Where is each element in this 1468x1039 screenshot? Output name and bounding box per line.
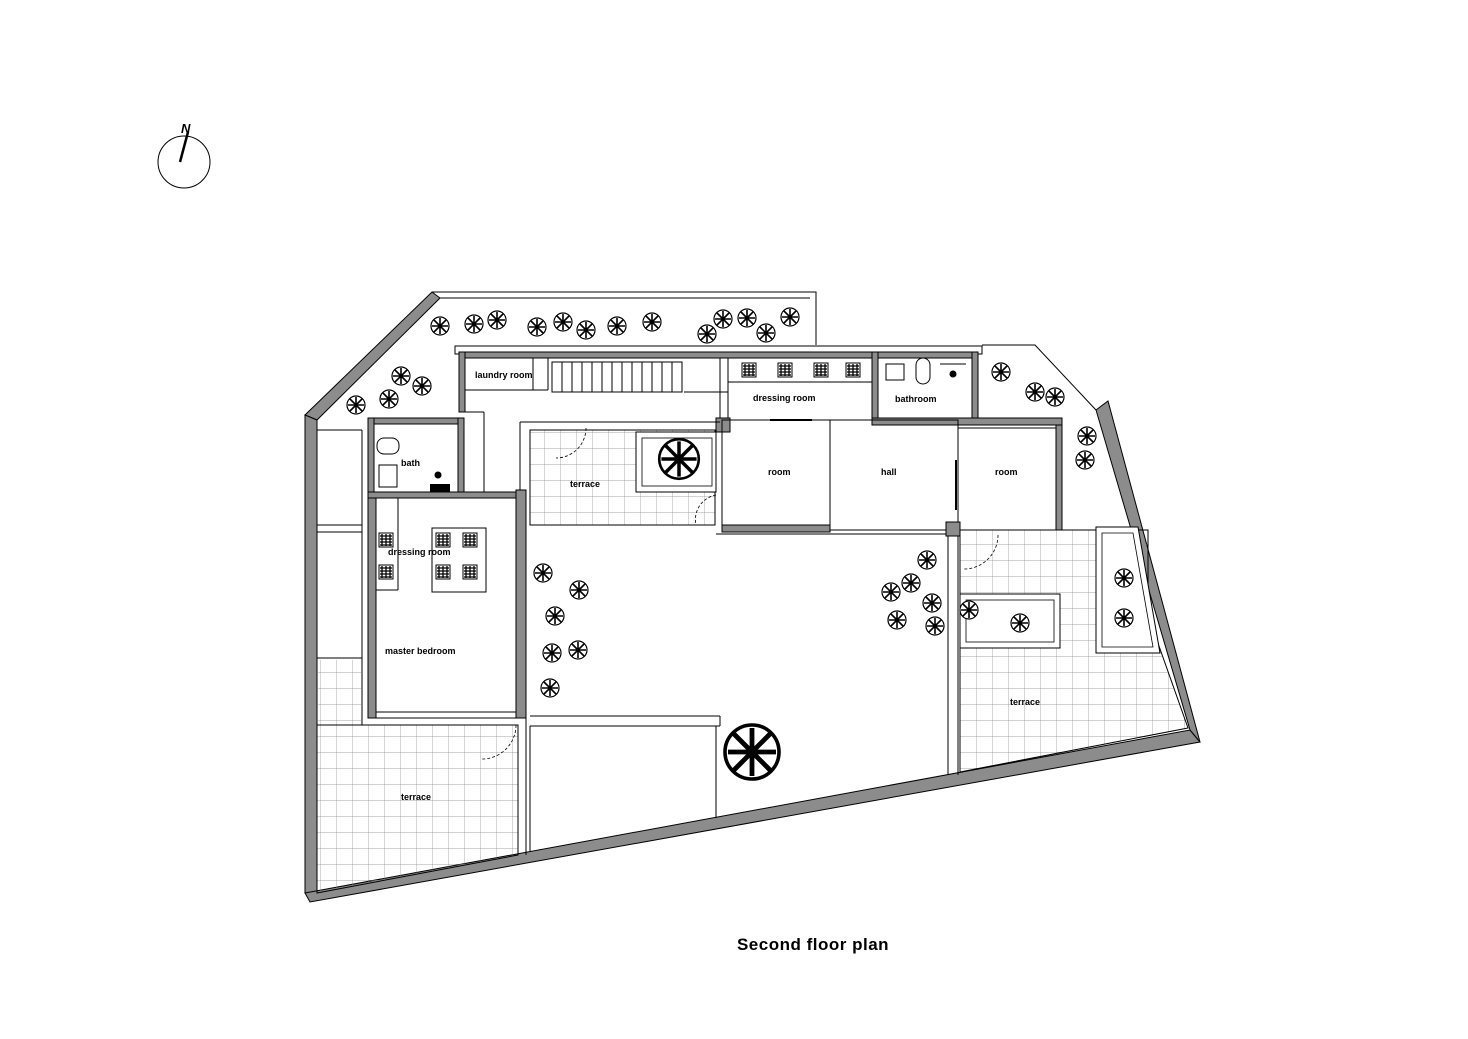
site-boundary [304, 291, 1201, 903]
terrace-tiles [316, 429, 1189, 894]
label-master-bedroom: master bedroom [385, 646, 456, 656]
staircase [551, 361, 683, 393]
label-dressing-room-master: dressing room [388, 547, 451, 557]
label-laundry-room: laundry room [475, 370, 533, 380]
compass-circle [157, 135, 211, 189]
label-bath: bath [401, 458, 420, 468]
north-arrow-icon [178, 131, 190, 163]
building-walls [367, 345, 1063, 855]
compass-north-label: N [181, 121, 191, 136]
label-room-west: room [768, 467, 791, 477]
label-terrace-southwest: terrace [401, 792, 431, 802]
compass: N [157, 121, 211, 189]
label-room-east: room [995, 467, 1018, 477]
label-terrace-courtyard: terrace [570, 479, 600, 489]
plan-caption: Second floor plan [737, 935, 889, 954]
label-hall: hall [881, 467, 897, 477]
label-terrace-east: terrace [1010, 697, 1040, 707]
label-dressing-room-north: dressing room [753, 393, 816, 403]
room-labels: laundry room dressing room bathroom bath… [385, 370, 1040, 802]
label-bathroom: bathroom [895, 394, 937, 404]
